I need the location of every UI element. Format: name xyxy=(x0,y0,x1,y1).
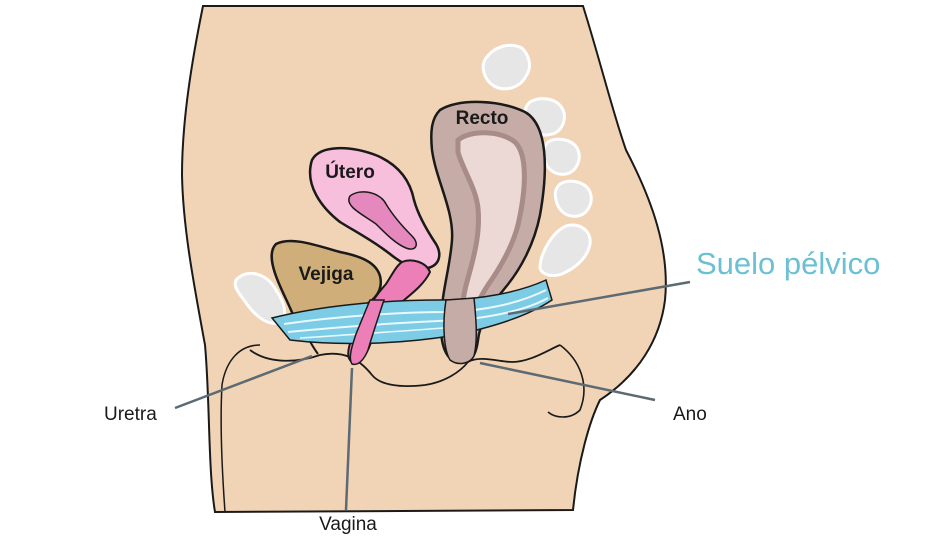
gluteal-fold xyxy=(547,344,585,418)
callout-uretra xyxy=(174,354,313,410)
vertebra-3 xyxy=(541,137,581,176)
callout-ano xyxy=(479,361,656,402)
callout-vagina xyxy=(344,367,354,511)
uterus xyxy=(308,146,441,270)
sacrum-vertebrae xyxy=(481,43,593,277)
callout-lines xyxy=(174,280,691,511)
vertebra-1 xyxy=(481,43,531,91)
callout-suelo-pelvico xyxy=(507,280,691,316)
label-vejiga: Vejiga xyxy=(299,264,354,285)
rectum-lower xyxy=(443,297,478,365)
vertebra-4 xyxy=(553,179,593,218)
vagina-canal-lower xyxy=(349,299,386,366)
perineum-outline xyxy=(249,344,561,388)
label-ano: Ano xyxy=(673,404,707,425)
label-uretra: Uretra xyxy=(104,404,157,425)
label-recto: Recto xyxy=(456,108,509,129)
vertebra-5 xyxy=(538,223,592,277)
label-vagina: Vagina xyxy=(319,514,377,535)
uterus-cavity xyxy=(348,191,417,250)
label-utero: Útero xyxy=(325,161,375,183)
label-suelo-pelvico: Suelo pélvico xyxy=(696,246,880,281)
